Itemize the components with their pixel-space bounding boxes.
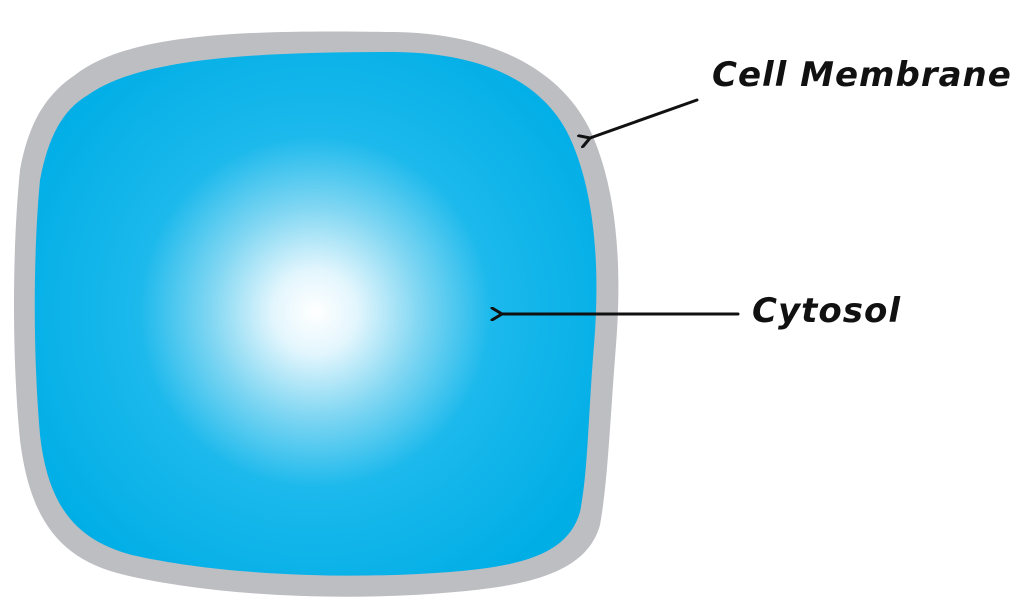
- cell-membrane-label: Cell Membrane: [712, 55, 1012, 95]
- membrane-arrow: [590, 98, 699, 138]
- cytosol-shape: [34, 52, 597, 576]
- cytosol-label: Cytosol: [752, 291, 901, 331]
